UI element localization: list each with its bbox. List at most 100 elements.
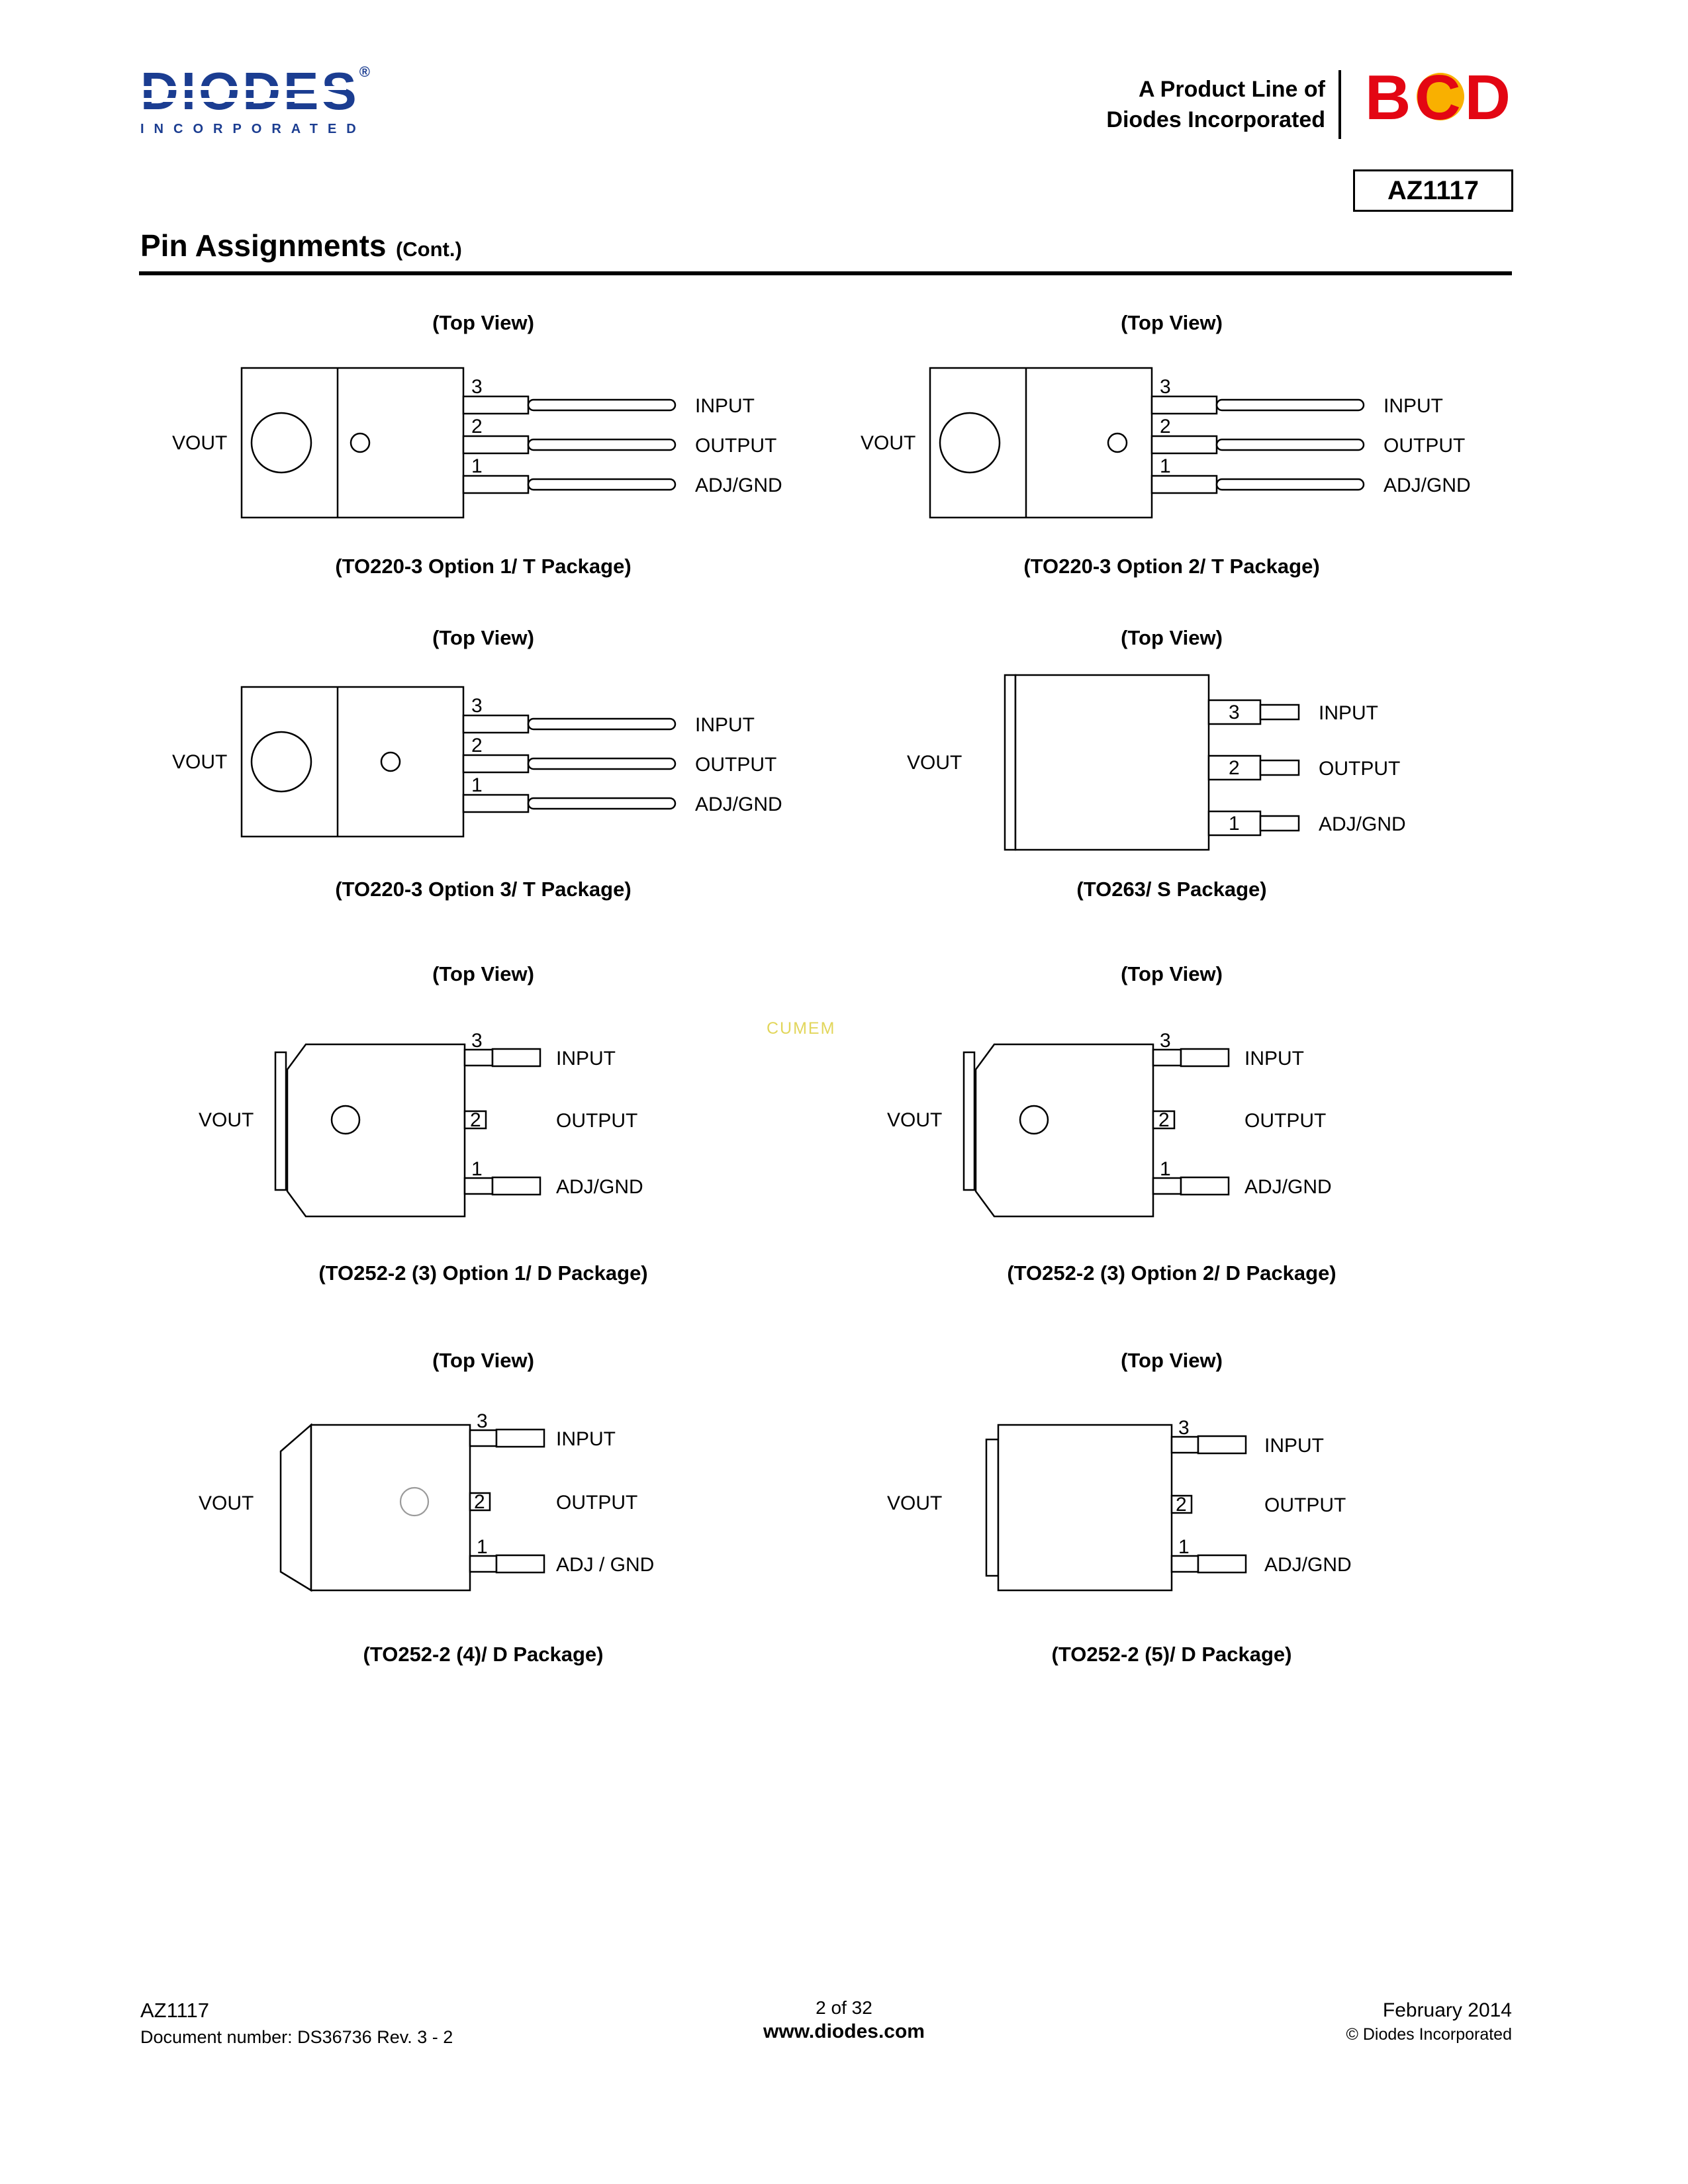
package-diagram-to252-3-option2: VOUT 3 INPUT 2 OUTPUT 1 ADJ/GND	[887, 1030, 1332, 1218]
index-hole	[1107, 432, 1128, 453]
section-title: Pin Assignments (Cont.)	[140, 228, 462, 263]
package-diagram-to263: VOUT 3 INPUT 2 OUTPUT 1 ADJ/GND	[907, 674, 1406, 851]
pin-lead	[1259, 759, 1300, 776]
pin-number: 1	[1160, 455, 1171, 477]
vout-label: VOUT	[199, 1492, 254, 1514]
package-body	[974, 1043, 1154, 1218]
diodes-logo-text: DIODES	[140, 62, 359, 120]
figure-caption: (TO252-2 (5)/ D Package)	[1051, 1643, 1292, 1666]
pin-stub	[463, 1177, 494, 1195]
pin-stub	[462, 435, 530, 455]
figure-to220-option2: (Top View) VOUT 3 INPUT 2 OUTPUT	[827, 311, 1516, 626]
header-divider	[1338, 70, 1341, 139]
figure-caption: (TO263/ S Package)	[1076, 878, 1267, 901]
pin-label: INPUT	[556, 1428, 616, 1450]
pin-lead	[527, 438, 677, 451]
figure-to220-option1: (Top View) VOUT 3 INPUT 2 OUTPUT	[139, 311, 827, 626]
pin-number: 1	[471, 1158, 483, 1180]
pin-number: 3	[477, 1412, 488, 1432]
footer-date: February 2014	[1382, 1999, 1512, 2021]
package-tab	[1004, 674, 1017, 851]
pin-label: ADJ/GND	[695, 475, 782, 496]
pin-stub	[463, 1110, 487, 1130]
package-body	[997, 1424, 1173, 1592]
package-diagram-to252-4: VOUT 3 INPUT 2 OUTPUT 1 ADJ / GND	[199, 1412, 654, 1592]
figure-to220-option3: (Top View) VOUT 3 INPUT 2 OUTPUT	[139, 626, 827, 962]
pin-label: OUTPUT	[695, 754, 776, 776]
vout-label: VOUT	[907, 752, 962, 774]
pin-number: 3	[471, 695, 483, 717]
pin-number: 3	[471, 376, 483, 398]
vout-label: VOUT	[172, 751, 227, 773]
pin-lead	[527, 797, 677, 810]
mounting-hole	[250, 412, 312, 474]
vout-label: VOUT	[199, 1109, 254, 1131]
package-diagram-to220-option2: VOUT 3 INPUT 2 OUTPUT 1 ADJ/GN	[861, 367, 1471, 519]
pin-lead	[491, 1048, 541, 1068]
pin-lead	[1180, 1048, 1230, 1068]
figure-row-4: (Top View) VOUT 3 INPUT 2 OUTPUT 1	[139, 1349, 1516, 1706]
top-view-label: (Top View)	[432, 962, 534, 985]
vout-label: VOUT	[887, 1492, 942, 1514]
pin-stub	[462, 475, 530, 494]
pin-label: OUTPUT	[1264, 1494, 1346, 1516]
pin-stub	[1150, 475, 1218, 494]
pin-number: 2	[1176, 1494, 1187, 1516]
index-hole	[380, 751, 401, 772]
pin-number: 1	[1160, 1158, 1171, 1180]
pin-lead	[1180, 1176, 1230, 1196]
pin-lead	[527, 757, 677, 770]
figure-caption: (TO252-2 (4)/ D Package)	[363, 1643, 604, 1666]
pin-number: 2	[470, 1109, 481, 1131]
pin-label: OUTPUT	[695, 435, 776, 457]
index-hole	[330, 1105, 361, 1135]
pin-number: 2	[471, 416, 483, 437]
pin-number: 2	[474, 1491, 485, 1513]
pin-number: 3	[1229, 702, 1240, 723]
pin-number: 3	[1178, 1417, 1190, 1439]
pin-lead	[1197, 1554, 1247, 1574]
package-diagram-to220-option3: VOUT 3 INPUT 2 OUTPUT 1 ADJ/GN	[172, 686, 782, 838]
pin-label: INPUT	[556, 1048, 616, 1069]
footer-right: February 2014 © Diodes Incorporated	[1346, 1999, 1512, 2046]
package-diagram-to220-option1: VOUT 3 INPUT 2 OUTPUT 1 ADJ/GN	[172, 367, 782, 519]
diodes-logo: DIODES® INCORPORATED	[140, 65, 373, 137]
pin-label: OUTPUT	[1244, 1110, 1326, 1132]
pin-stub	[462, 395, 530, 415]
figure-caption: (TO220-3 Option 2/ T Package)	[1023, 555, 1320, 578]
pin-lead	[495, 1428, 545, 1448]
footer-copyright: © Diodes Incorporated	[1346, 2025, 1512, 2044]
package-tab	[985, 1438, 1000, 1577]
pin-lead	[1215, 438, 1365, 451]
package-diagram-to252-5: VOUT 3 INPUT 2 OUTPUT 1 ADJ/GND	[887, 1417, 1352, 1592]
pin-label: INPUT	[1319, 702, 1378, 724]
pin-label: ADJ/GND	[556, 1176, 643, 1198]
pin-label: ADJ/GND	[1319, 813, 1406, 835]
pin-lead	[1215, 398, 1365, 412]
pin-stub	[1150, 395, 1218, 415]
pin-label: ADJ/GND	[695, 794, 782, 815]
pin-number: 3	[1160, 1030, 1171, 1052]
section-rule	[139, 271, 1512, 275]
pin-lead	[495, 1554, 545, 1574]
pin-lead	[527, 717, 677, 731]
index-hole	[1019, 1105, 1049, 1135]
pin-stub	[462, 754, 530, 774]
top-view-label: (Top View)	[1121, 962, 1223, 985]
package-tab	[962, 1051, 976, 1191]
pin-number: 2	[471, 735, 483, 756]
pin-lead	[527, 478, 677, 491]
footer-page-number: 2 of 32	[816, 1997, 872, 2018]
pin-number: 1	[1229, 813, 1240, 835]
pin-stub	[1150, 435, 1218, 455]
figure-to252-5: (Top View) VOUT 3 INPUT 2 OUTPUT 1 ADJ/G…	[827, 1349, 1516, 1706]
package-body	[286, 1043, 466, 1218]
figure-to252-3-option1: (Top View) VOUT 3 INPUT 2 OUTPUT 1	[139, 962, 827, 1349]
pin-lead	[1259, 815, 1300, 832]
part-number-box: AZ1117	[1353, 169, 1513, 212]
watermark: CUMEM	[767, 1019, 836, 1038]
figure-to263: (Top View) VOUT 3 INPUT 2 OUTPUT 1	[827, 626, 1516, 962]
pin-lead	[1215, 478, 1365, 491]
pin-label: OUTPUT	[556, 1110, 637, 1132]
index-hole	[399, 1486, 430, 1517]
